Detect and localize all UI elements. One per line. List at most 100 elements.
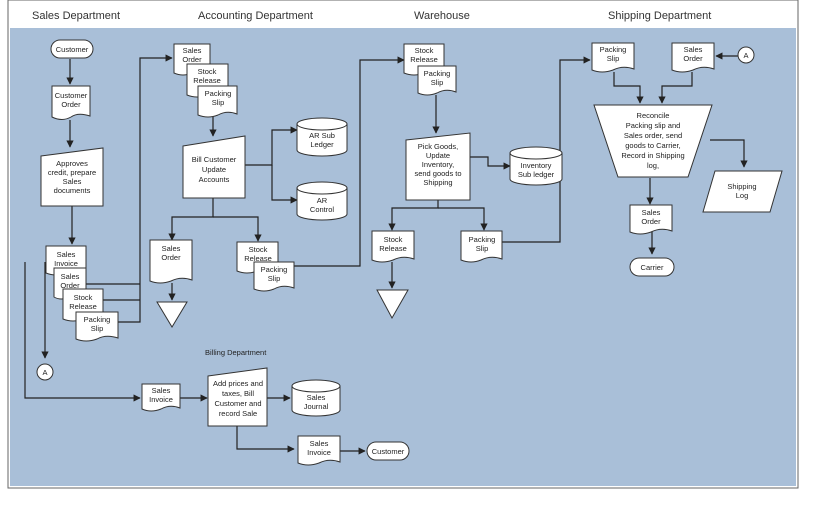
sales-customer-terminal: Customer bbox=[50, 39, 94, 59]
svg-text:Add prices and: Add prices and bbox=[213, 379, 263, 388]
warehouse-file-triangle bbox=[376, 289, 409, 320]
inventory-sub-ledger-cylinder: Inventory Sub ledger bbox=[509, 146, 563, 186]
svg-text:A: A bbox=[42, 368, 47, 377]
svg-text:Packing: Packing bbox=[205, 89, 232, 98]
shipping-sales-order-document: Sales Order bbox=[671, 42, 715, 73]
svg-text:Bill Customer: Bill Customer bbox=[192, 155, 237, 164]
svg-text:Sub ledger: Sub ledger bbox=[518, 170, 555, 179]
approves-line-1: Approves bbox=[56, 159, 88, 168]
svg-text:Control: Control bbox=[310, 205, 335, 214]
svg-text:Sales: Sales bbox=[642, 208, 661, 217]
svg-text:Invoice: Invoice bbox=[149, 395, 173, 404]
billing-sales-invoice-document: Sales Invoice bbox=[141, 383, 181, 412]
svg-text:Customer and: Customer and bbox=[214, 399, 261, 408]
svg-text:Sales: Sales bbox=[310, 439, 329, 448]
svg-text:log,: log, bbox=[647, 161, 659, 170]
svg-text:Packing: Packing bbox=[84, 315, 111, 324]
svg-text:Release: Release bbox=[410, 55, 438, 64]
svg-text:AR Sub: AR Sub bbox=[309, 131, 335, 140]
shipping-connector-a: A bbox=[737, 46, 755, 64]
svg-text:Journal: Journal bbox=[304, 402, 329, 411]
svg-text:Release: Release bbox=[244, 254, 272, 263]
svg-text:Stock: Stock bbox=[415, 46, 434, 55]
approves-line-3: Sales bbox=[63, 177, 82, 186]
svg-text:Shipping: Shipping bbox=[423, 178, 452, 187]
packing-slip-document: Packing Slip bbox=[75, 311, 119, 342]
sales-document-stack: Sales Invoice Sales Order Stock Release … bbox=[45, 245, 119, 342]
add-prices-process: Add prices and taxes, Bill Customer and … bbox=[207, 367, 268, 427]
header-shipping-department: Shipping Department bbox=[608, 10, 711, 22]
header-billing-department: Billing Department bbox=[205, 348, 267, 357]
svg-text:Customer: Customer bbox=[372, 447, 405, 456]
svg-text:Carrier: Carrier bbox=[641, 263, 664, 272]
svg-text:A: A bbox=[743, 51, 748, 60]
svg-text:Inventory: Inventory bbox=[521, 161, 552, 170]
svg-text:Stock: Stock bbox=[198, 67, 217, 76]
accounting-packing-slip-document: Packing Slip bbox=[197, 85, 238, 118]
sales-connector-a: A bbox=[36, 363, 54, 381]
accounting-out-packing-slip-document: Packing Slip bbox=[253, 261, 295, 292]
svg-text:Invoice: Invoice bbox=[307, 448, 331, 457]
svg-text:Sales: Sales bbox=[162, 244, 181, 253]
svg-text:Packing: Packing bbox=[469, 235, 496, 244]
shipping-packing-slip-document: Packing Slip bbox=[591, 42, 635, 73]
svg-text:goods to Carrier,: goods to Carrier, bbox=[625, 141, 680, 150]
svg-text:Slip: Slip bbox=[268, 274, 281, 283]
svg-text:taxes, Bill: taxes, Bill bbox=[222, 389, 254, 398]
shipping-out-sales-order-document: Sales Order bbox=[629, 204, 673, 235]
svg-text:Packing: Packing bbox=[600, 45, 627, 54]
approves-credit-process: Approves credit, prepare Sales documents bbox=[40, 147, 104, 207]
svg-text:Invoice: Invoice bbox=[54, 259, 78, 268]
svg-text:AR: AR bbox=[317, 196, 328, 205]
svg-text:Reconcile: Reconcile bbox=[637, 111, 670, 120]
header-accounting-department: Accounting Department bbox=[198, 10, 313, 22]
shipping-log-data: Shipping Log bbox=[702, 170, 783, 213]
billing-out-sales-invoice-document: Sales Invoice bbox=[297, 435, 341, 466]
bill-customer-process: Bill Customer Update Accounts bbox=[182, 135, 246, 199]
svg-text:Sales: Sales bbox=[152, 386, 171, 395]
warehouse-out-stock-release-document: Stock Release bbox=[371, 230, 415, 263]
svg-text:Slip: Slip bbox=[607, 54, 620, 63]
svg-text:Sales: Sales bbox=[684, 45, 703, 54]
svg-text:Release: Release bbox=[69, 302, 97, 311]
svg-text:Order: Order bbox=[161, 253, 181, 262]
svg-text:Record in Shipping: Record in Shipping bbox=[621, 151, 684, 160]
svg-text:Inventory,: Inventory, bbox=[422, 160, 454, 169]
svg-text:Log: Log bbox=[736, 191, 749, 200]
svg-text:Accounts: Accounts bbox=[199, 175, 230, 184]
accounting-document-stack: Sales Order Stock Release Packing Slip bbox=[173, 43, 238, 118]
accounting-file-triangle bbox=[156, 301, 188, 328]
svg-text:Order: Order bbox=[641, 217, 661, 226]
svg-text:send goods to: send goods to bbox=[414, 169, 461, 178]
header-sales-department: Sales Department bbox=[32, 10, 120, 22]
svg-text:Pick Goods,: Pick Goods, bbox=[418, 142, 458, 151]
reconcile-process: Reconcile Packing slip and Sales order, … bbox=[593, 104, 713, 178]
warehouse-packing-slip-document: Packing Slip bbox=[417, 65, 457, 96]
svg-text:Update: Update bbox=[426, 151, 450, 160]
svg-text:Sales: Sales bbox=[183, 46, 202, 55]
customer-order-line-2: Order bbox=[61, 100, 81, 109]
svg-text:Sales order, send: Sales order, send bbox=[624, 131, 682, 140]
svg-text:Sales: Sales bbox=[307, 393, 326, 402]
svg-text:Packing: Packing bbox=[261, 265, 288, 274]
svg-text:Stock: Stock bbox=[74, 293, 93, 302]
customer-order-line-1: Customer bbox=[55, 91, 88, 100]
sales-journal-cylinder: Sales Journal bbox=[291, 379, 341, 417]
approves-line-2: credit, prepare bbox=[48, 168, 96, 177]
svg-text:Update: Update bbox=[202, 165, 226, 174]
warehouse-out-packing-slip-document: Packing Slip bbox=[460, 230, 503, 263]
svg-text:Order: Order bbox=[182, 55, 202, 64]
carrier-terminal: Carrier bbox=[629, 257, 675, 277]
svg-text:Sales: Sales bbox=[57, 250, 76, 259]
svg-text:Slip: Slip bbox=[91, 324, 104, 333]
svg-text:Packing: Packing bbox=[424, 69, 451, 78]
svg-text:Packing slip and: Packing slip and bbox=[626, 121, 681, 130]
pick-goods-process: Pick Goods, Update Inventory, send goods… bbox=[405, 132, 471, 201]
svg-text:Slip: Slip bbox=[476, 244, 489, 253]
svg-text:Stock: Stock bbox=[249, 245, 268, 254]
svg-text:Shipping: Shipping bbox=[727, 182, 756, 191]
svg-text:Slip: Slip bbox=[431, 78, 444, 87]
svg-text:Order: Order bbox=[60, 281, 80, 290]
